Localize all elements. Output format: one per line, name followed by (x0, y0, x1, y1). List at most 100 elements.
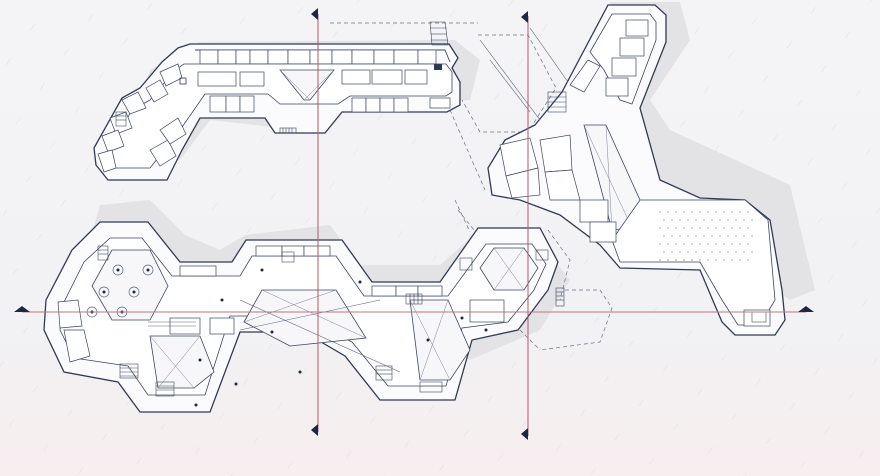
section-marker-bottom-right (521, 428, 528, 440)
seat (707, 211, 709, 213)
column (198, 358, 202, 362)
seat (675, 227, 677, 229)
seat (731, 243, 733, 245)
seat (735, 251, 737, 253)
seat (743, 219, 745, 221)
seat (659, 211, 661, 213)
seat (683, 211, 685, 213)
seat (715, 259, 717, 261)
seat (711, 251, 713, 253)
seat (719, 251, 721, 253)
seat (683, 243, 685, 245)
seat (699, 243, 701, 245)
seat (731, 211, 733, 213)
seat (727, 235, 729, 237)
seat (667, 259, 669, 261)
column (220, 298, 224, 302)
column (484, 328, 488, 332)
seat (743, 235, 745, 237)
seat (735, 235, 737, 237)
seat (715, 243, 717, 245)
seat (747, 259, 749, 261)
seat (723, 259, 725, 261)
seat (715, 211, 717, 213)
seat (663, 251, 665, 253)
seat (703, 219, 705, 221)
seat (683, 227, 685, 229)
seat (699, 259, 701, 261)
column (460, 316, 464, 320)
section-marker-left (14, 306, 30, 312)
seat (723, 211, 725, 213)
lower-columns (194, 268, 488, 407)
seat (747, 211, 749, 213)
seat (727, 219, 729, 221)
section-marker-top-right (521, 11, 528, 23)
column (260, 268, 264, 272)
seat (727, 251, 729, 253)
upper-right-seating (659, 211, 753, 261)
seat (687, 235, 689, 237)
upper-right-top-rooms (569, 19, 649, 97)
seat (687, 251, 689, 253)
seat (691, 227, 693, 229)
column (298, 370, 302, 374)
lower-floor-plan (43, 199, 571, 413)
column (270, 330, 274, 334)
seat (739, 243, 741, 245)
section-marker-top-left (311, 8, 318, 20)
seat (683, 259, 685, 261)
seat (679, 219, 681, 221)
seat (675, 243, 677, 245)
seat (715, 227, 717, 229)
seat (735, 219, 737, 221)
seat (671, 235, 673, 237)
seat (679, 235, 681, 237)
upper-left-floor-plan (93, 21, 557, 236)
seat (675, 211, 677, 213)
column (234, 382, 238, 386)
upper-left-equipment (434, 64, 442, 70)
seat (663, 219, 665, 221)
seat (707, 243, 709, 245)
seat (667, 211, 669, 213)
seat (719, 235, 721, 237)
seat (731, 259, 733, 261)
seat (659, 259, 661, 261)
seat (667, 227, 669, 229)
seat (691, 259, 693, 261)
seat (747, 227, 749, 229)
seat (691, 211, 693, 213)
upper-left-wing-rooms (97, 63, 187, 173)
seat (699, 211, 701, 213)
lower-stairs (97, 245, 549, 397)
column (194, 403, 198, 407)
seat (739, 211, 741, 213)
seat (699, 227, 701, 229)
seat (751, 251, 753, 253)
seat (695, 235, 697, 237)
seat (703, 235, 705, 237)
seat (747, 243, 749, 245)
seat (695, 219, 697, 221)
seat (719, 219, 721, 221)
seat (671, 251, 673, 253)
seat (675, 259, 677, 261)
section-marker-bottom-left (311, 424, 318, 436)
seat (679, 251, 681, 253)
seat (667, 243, 669, 245)
section-marker-right (798, 306, 814, 312)
upper-left-inner-rooms (197, 69, 451, 113)
section-lines (22, 14, 806, 436)
upper-right-rooms-lower (579, 199, 771, 327)
column (426, 338, 430, 342)
seat (731, 227, 733, 229)
upper-left-stairs (115, 111, 297, 134)
seat (687, 219, 689, 221)
seat (707, 259, 709, 261)
seat (739, 227, 741, 229)
column (358, 280, 362, 284)
seat (663, 235, 665, 237)
seat (711, 219, 713, 221)
seat (711, 235, 713, 237)
